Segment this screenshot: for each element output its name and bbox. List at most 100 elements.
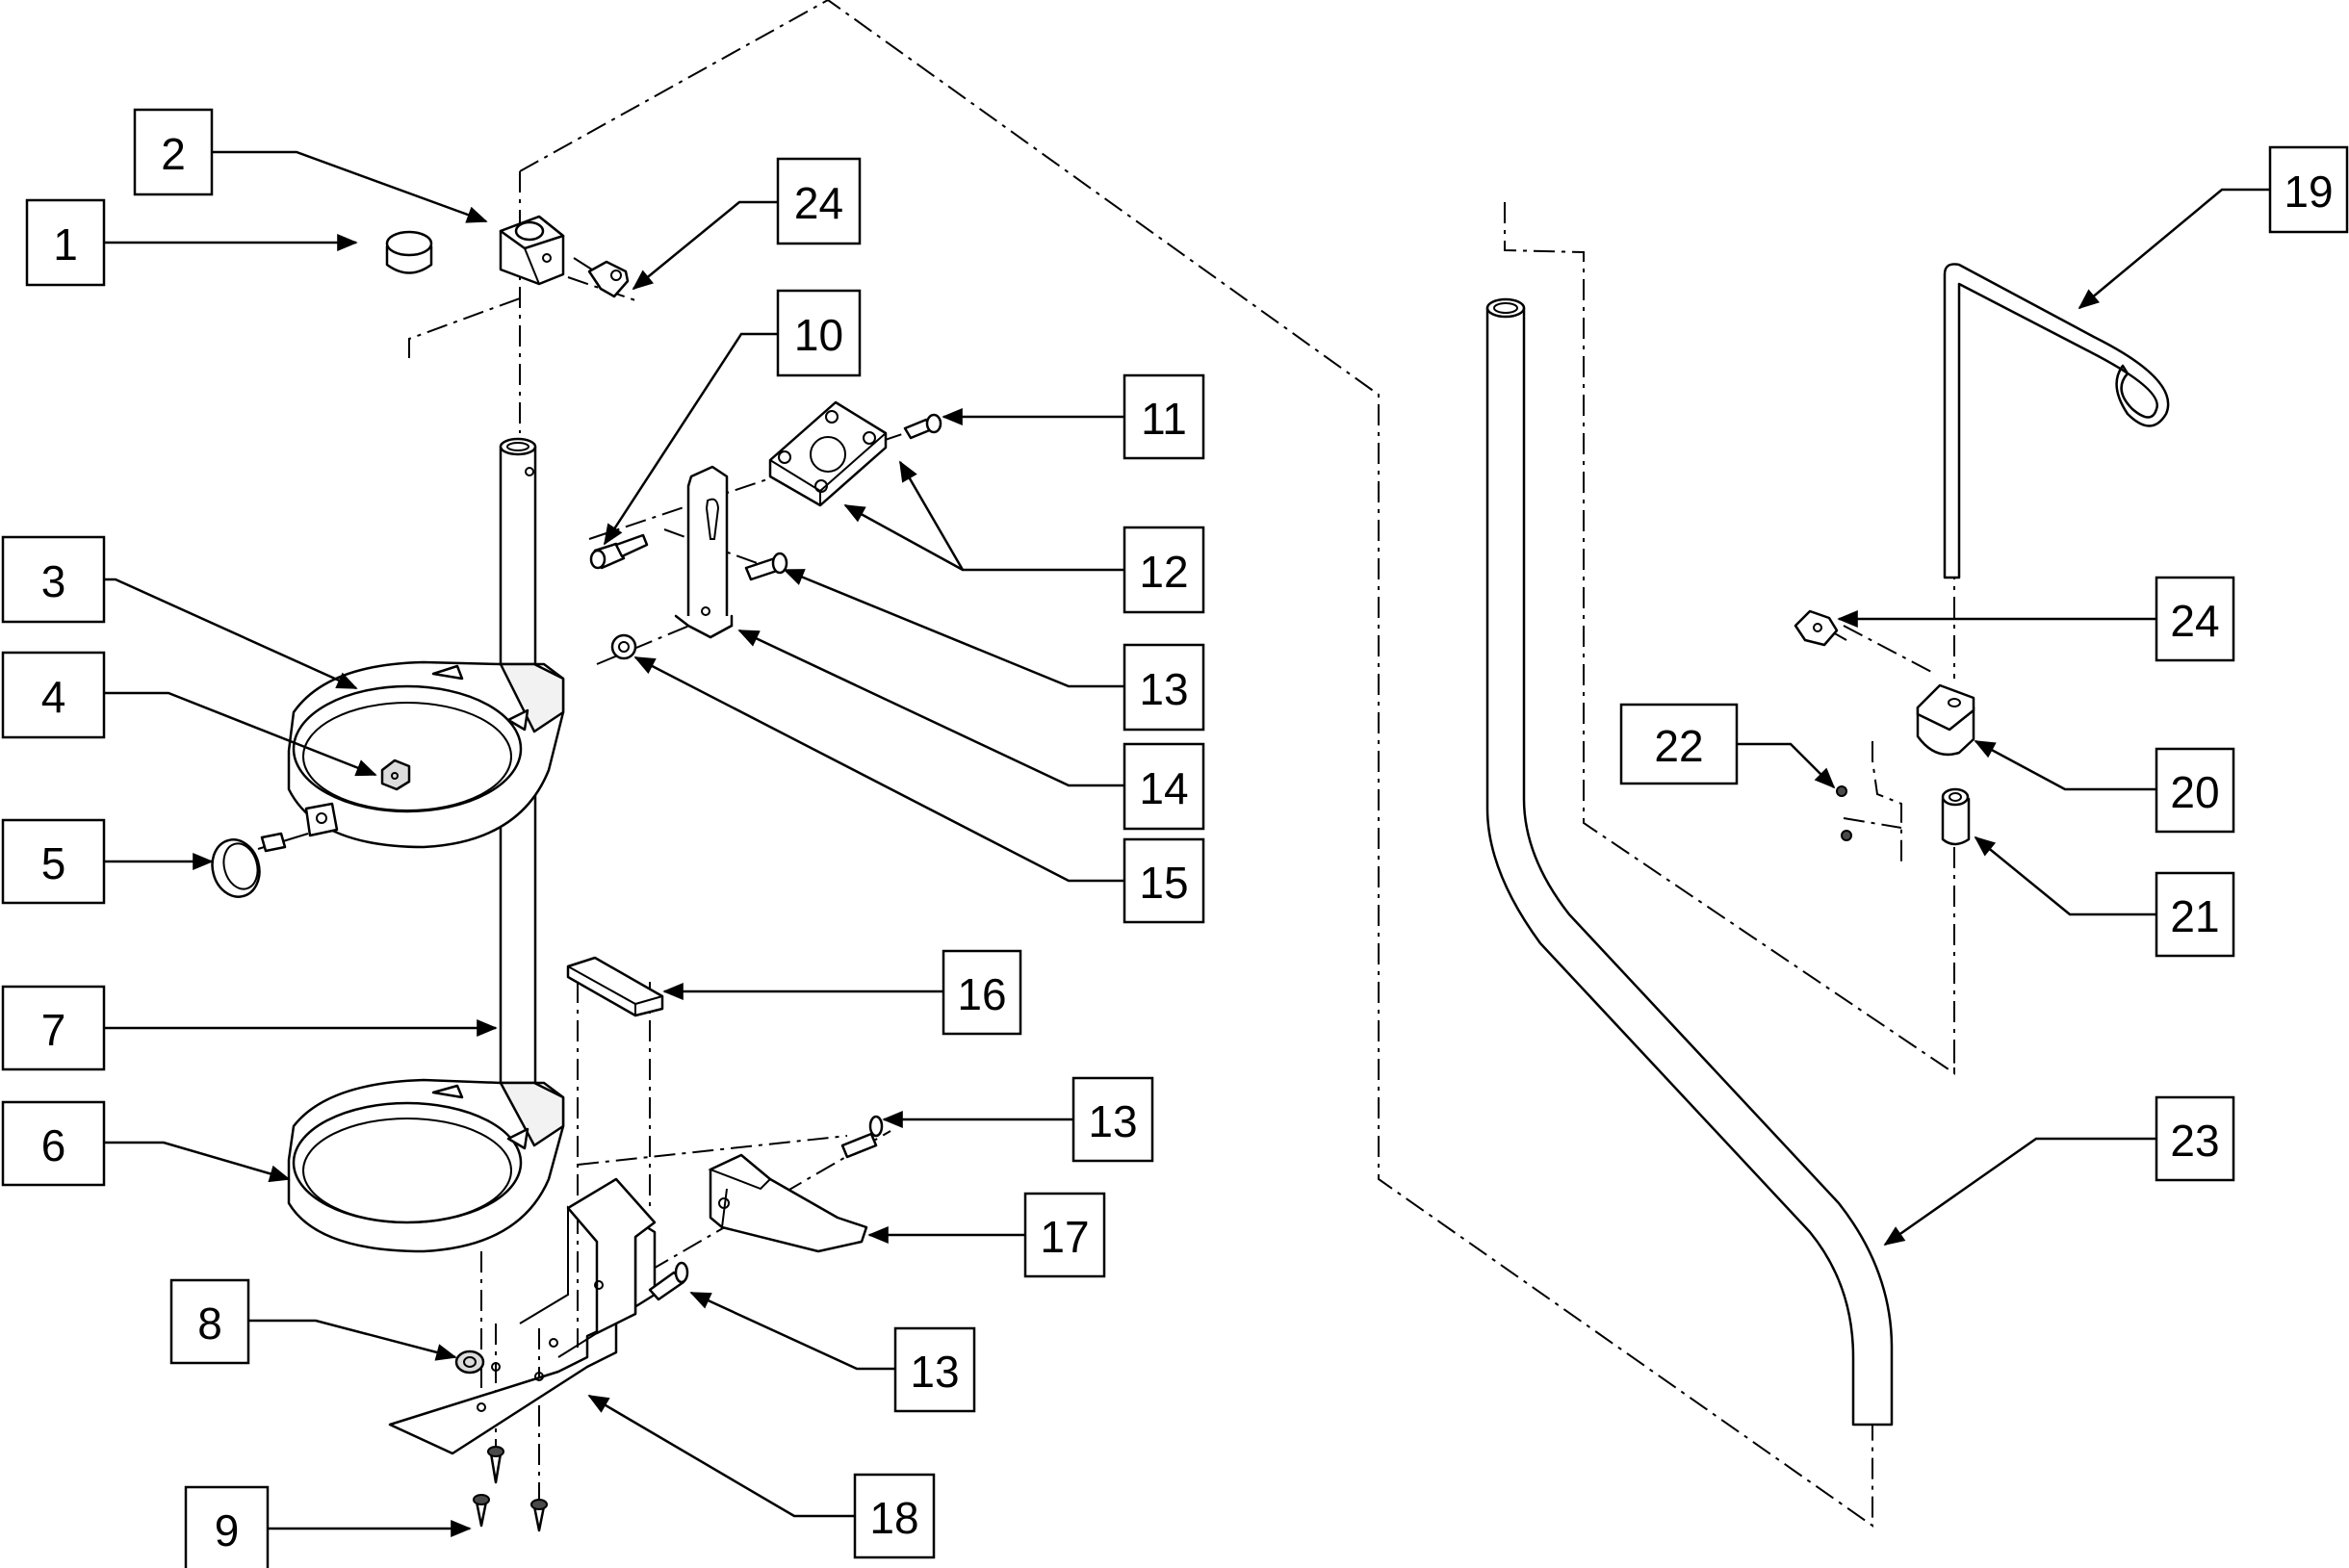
part-6-lower-ring-holder <box>287 1078 565 1253</box>
part-12-clamp-plates <box>768 400 888 507</box>
callout-c11: 11 <box>1123 373 1205 460</box>
part-13-screw-lower <box>648 1261 689 1301</box>
callout-box <box>776 157 862 245</box>
callout-box <box>1 818 106 905</box>
callout-box <box>2155 1095 2235 1182</box>
callout-c1: 1 <box>25 198 106 287</box>
callout-box <box>1123 742 1205 831</box>
callout-box <box>1 535 106 624</box>
part-9-wood-screws <box>473 1446 548 1532</box>
callout-c24b: 24 <box>2155 576 2235 662</box>
part-24-knob-right <box>1794 609 1847 647</box>
callout-c2: 2 <box>133 108 214 196</box>
callout-c10: 10 <box>776 289 862 377</box>
part-20-collar <box>1916 683 1975 757</box>
callout-number: 11 <box>1141 394 1187 444</box>
callout-number: 23 <box>2170 1116 2219 1166</box>
callout-c21: 21 <box>2155 871 2235 958</box>
callout-number: 16 <box>957 969 1006 1019</box>
part-22-set-screws <box>1836 785 1852 841</box>
callout-number: 3 <box>41 556 66 606</box>
callout-c23: 23 <box>2155 1095 2235 1182</box>
part-17-latch <box>708 1153 868 1253</box>
callout-box <box>25 198 106 287</box>
callout-box <box>2155 871 2235 958</box>
callout-number: 22 <box>1654 721 1703 771</box>
part-13-screw-middle <box>840 1115 884 1159</box>
callout-c7: 7 <box>1 985 106 1071</box>
callout-box <box>169 1278 250 1365</box>
part-5-thumb-knob <box>211 832 309 898</box>
callout-box <box>1123 526 1205 614</box>
callout-c8: 8 <box>169 1278 250 1365</box>
callout-box <box>184 1485 270 1568</box>
part-1-end-cap <box>385 230 433 274</box>
leader-lines <box>104 150 2270 1537</box>
callout-box <box>1 1100 106 1187</box>
callout-box <box>942 949 1022 1036</box>
callout-box <box>2268 145 2349 234</box>
part-23-bent-pole <box>1485 297 1894 1427</box>
callout-box <box>2155 747 2235 834</box>
callout-box <box>1123 643 1205 732</box>
callout-box <box>133 108 214 196</box>
callout-box <box>776 289 862 377</box>
callout-number: 14 <box>1139 763 1188 813</box>
callout-number: 21 <box>2170 891 2219 941</box>
callout-number: 4 <box>41 672 66 722</box>
callout-box <box>1023 1192 1106 1278</box>
callout-number: 2 <box>161 129 186 179</box>
callout-number: 13 <box>1088 1096 1137 1146</box>
callout-box <box>2155 576 2235 662</box>
callout-number: 1 <box>53 219 78 270</box>
callout-c12: 12 <box>1123 526 1205 614</box>
callout-box <box>1123 373 1205 460</box>
callout-number: 6 <box>41 1120 66 1170</box>
callout-c5: 5 <box>1 818 106 905</box>
callout-c9: 9 <box>184 1485 270 1568</box>
part-10-bolt <box>589 533 649 570</box>
callout-c22: 22 <box>1619 703 1739 785</box>
callout-box <box>1619 703 1739 785</box>
part-13-screw-upper <box>744 552 788 581</box>
part-4-square-nut <box>380 758 411 791</box>
callout-number: 7 <box>41 1005 66 1055</box>
part-21-bushing <box>1941 787 1971 846</box>
callout-number: 5 <box>41 838 66 888</box>
callout-number: 19 <box>2284 167 2333 217</box>
callout-c13c: 13 <box>893 1326 976 1413</box>
callout-c13a: 13 <box>1123 643 1205 732</box>
callout-number: 13 <box>910 1347 959 1397</box>
callout-number: 13 <box>1139 664 1188 714</box>
part-3-upper-ring-holder <box>287 660 565 849</box>
callout-box <box>1071 1076 1154 1163</box>
callout-box <box>1 985 106 1071</box>
part-18-foot-bracket <box>388 1177 657 1455</box>
callout-c3: 3 <box>1 535 106 624</box>
part-8-nut <box>454 1350 485 1375</box>
callout-c16: 16 <box>942 949 1022 1036</box>
callout-number: 24 <box>794 178 843 228</box>
part-24-knob-top <box>573 257 630 298</box>
callout-box <box>853 1473 936 1559</box>
callout-c19: 19 <box>2268 145 2349 234</box>
callout-number: 12 <box>1139 547 1188 597</box>
callout-box <box>1123 837 1205 924</box>
callout-c13b: 13 <box>1071 1076 1154 1163</box>
callout-c20: 20 <box>2155 747 2235 834</box>
callout-number: 24 <box>2170 596 2219 646</box>
callout-c6: 6 <box>1 1100 106 1187</box>
part-15-spacer <box>610 633 637 660</box>
callout-number: 18 <box>869 1493 918 1543</box>
callout-number: 15 <box>1139 858 1188 908</box>
part-16-pad <box>566 956 664 1017</box>
callout-number: 8 <box>197 1298 222 1349</box>
callout-c15: 15 <box>1123 837 1205 924</box>
callout-c24a: 24 <box>776 157 862 245</box>
callout-number: 9 <box>215 1505 240 1555</box>
callout-number: 17 <box>1040 1212 1089 1262</box>
callout-c18: 18 <box>853 1473 936 1559</box>
callout-c4: 4 <box>1 651 106 739</box>
